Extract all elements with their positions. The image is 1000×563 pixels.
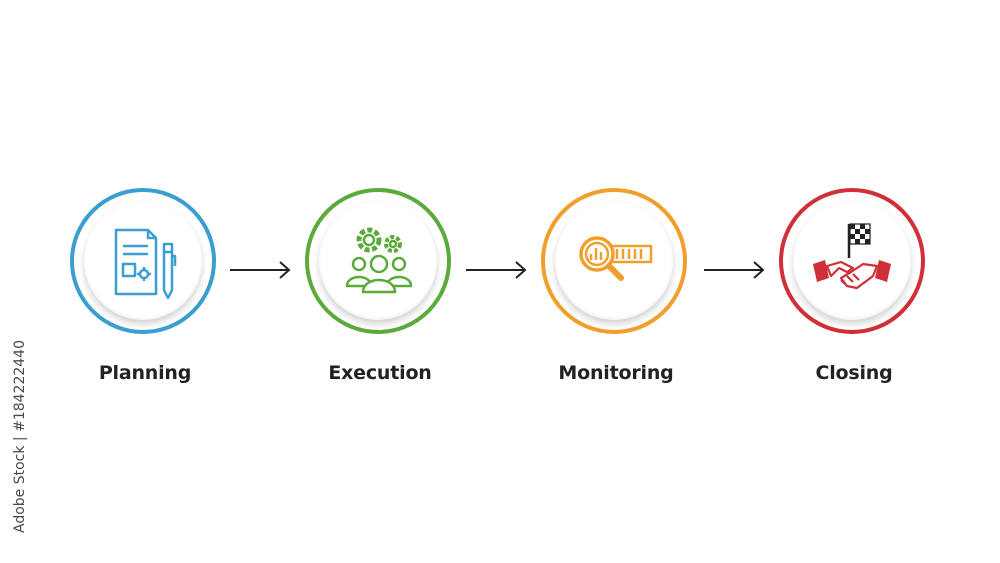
- step-monitoring: Monitoring: [538, 188, 698, 418]
- monitoring-circle: [555, 202, 673, 320]
- closing-ring: [779, 188, 925, 334]
- closing-circle: [793, 202, 911, 320]
- step-label-monitoring: Monitoring: [558, 362, 674, 384]
- arrow-right-1: [230, 261, 291, 279]
- step-label-planning: Planning: [98, 362, 192, 384]
- step-label-execution: Execution: [328, 362, 432, 384]
- execution-ring: [305, 188, 451, 334]
- stock-credit-text: Adobe Stock | #184222440: [12, 340, 28, 533]
- step-closing: Closing: [776, 188, 936, 418]
- execution-circle: [319, 202, 437, 320]
- step-label-closing: Closing: [815, 362, 893, 384]
- step-execution: Execution: [302, 188, 462, 418]
- monitoring-ring: [541, 188, 687, 334]
- step-planning: Planning: [67, 188, 227, 418]
- team-gears-icon: [345, 227, 413, 294]
- planning-ring: [70, 188, 216, 334]
- document-pen-icon: [114, 228, 177, 300]
- magnifier-chart-icon: [579, 236, 653, 281]
- stock-credit: Adobe Stock | #184222440: [10, 315, 34, 535]
- handshake-flag-icon: [813, 223, 891, 290]
- planning-circle: [84, 202, 202, 320]
- arrow-right-3: [704, 261, 765, 279]
- arrow-right-2: [466, 261, 527, 279]
